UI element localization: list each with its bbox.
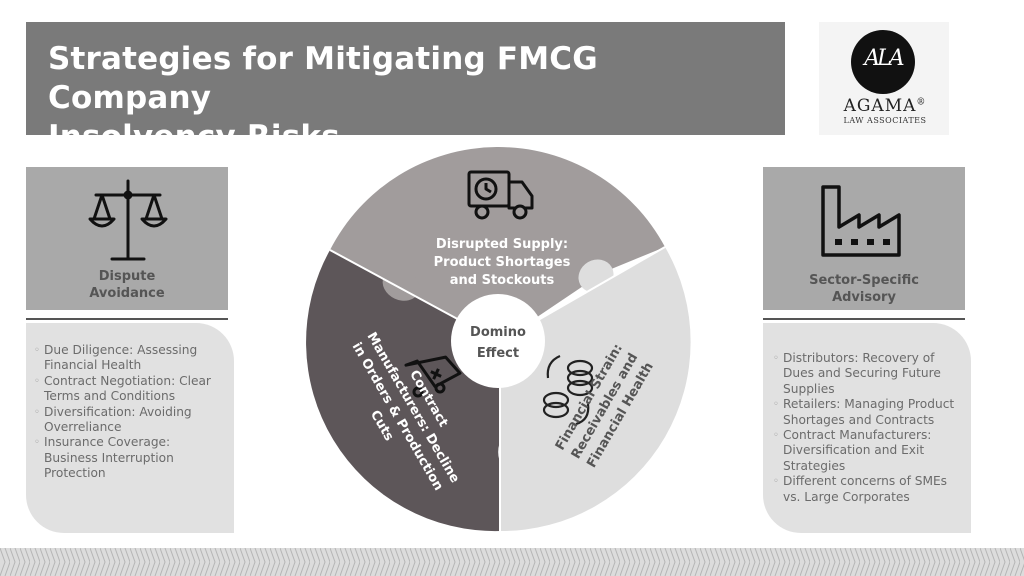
- puzzle-knob-bottom: [498, 431, 534, 473]
- dispute-avoidance-card: Due Diligence: Assessing Financial Healt…: [26, 323, 234, 533]
- logo-emblem: [851, 30, 915, 94]
- list-item: Diversification: Avoiding Overreliance: [34, 405, 224, 436]
- wheel-center: [451, 294, 545, 388]
- list-item: Different concerns of SMEs vs. Large Cor…: [773, 474, 967, 505]
- logo-monogram: ALA: [864, 46, 904, 71]
- logo-subtitle: LAW ASSOCIATES: [843, 116, 927, 125]
- coins-cycle-icon: [542, 354, 594, 426]
- puzzle-knob-right: [578, 259, 614, 293]
- page-title: Strategies for Mitigating FMCG Company I…: [48, 40, 768, 157]
- footer-pattern: [0, 548, 1024, 576]
- list-item: Contract Manufacturers: Diversification …: [773, 428, 967, 474]
- dispute-avoidance-list: Due Diligence: Assessing Financial Healt…: [34, 343, 224, 482]
- left-divider: [26, 318, 228, 320]
- list-item: Contract Negotiation: Clear Terms and Co…: [34, 374, 224, 405]
- page-title-line1: Strategies for Mitigating FMCG Company: [48, 41, 598, 116]
- segment-supply-line2: Product Shortages: [434, 255, 571, 270]
- center-label-line2: Effect: [477, 346, 519, 361]
- zigzag-pattern: [0, 548, 1024, 576]
- dispute-avoidance-panel: Dispute Avoidance: [26, 167, 228, 310]
- page-title-line2: Insolvency Risks: [48, 119, 340, 155]
- sector-specific-list: Distributors: Recovery of Dues and Secur…: [773, 351, 967, 505]
- delivery-truck-clock-icon: [467, 170, 534, 220]
- sector-specific-title: Sector-Specific Advisory: [809, 273, 919, 305]
- sector-specific-card: Distributors: Recovery of Dues and Secur…: [763, 323, 971, 533]
- wheel-segment-manufacturers: [306, 250, 500, 532]
- list-item: Insurance Coverage: Business Interruptio…: [34, 435, 224, 481]
- shopping-cart-cancel-icon: [404, 355, 462, 398]
- wheel-segment-financial: [500, 247, 691, 532]
- dispute-avoidance-title: Dispute Avoidance: [89, 269, 165, 301]
- list-item: Due Diligence: Assessing Financial Healt…: [34, 343, 224, 374]
- list-item: Retailers: Managing Product Shortages an…: [773, 397, 967, 428]
- center-label-line1: Domino: [470, 325, 526, 340]
- scales-of-justice-icon: [88, 179, 168, 261]
- logo-name: AGAMA®: [843, 96, 927, 116]
- segment-supply-line3: and Stockouts: [450, 273, 555, 288]
- right-divider: [763, 318, 965, 320]
- factory-icon: [821, 185, 901, 257]
- list-item: Distributors: Recovery of Dues and Secur…: [773, 351, 967, 397]
- title-banner: [26, 22, 785, 135]
- sector-specific-panel: Sector-Specific Advisory: [763, 167, 965, 310]
- segment-supply-line1: Disrupted Supply:: [436, 237, 568, 252]
